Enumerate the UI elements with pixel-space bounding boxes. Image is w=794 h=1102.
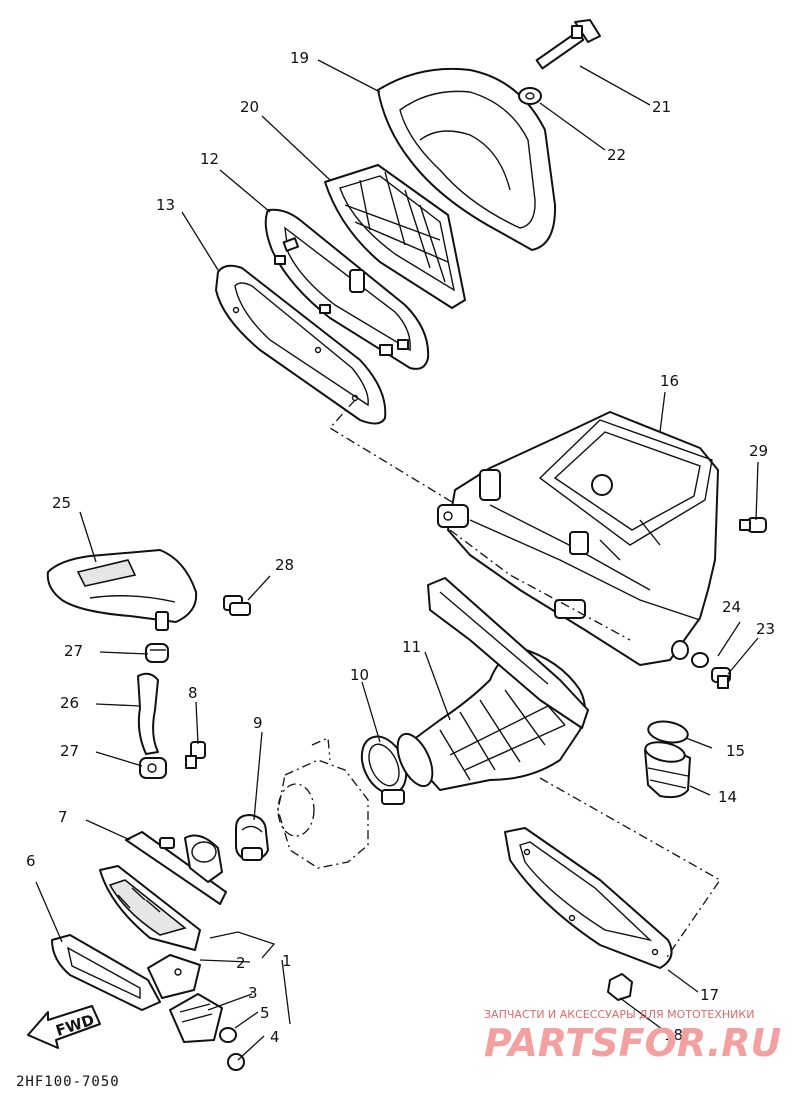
label-2: 2 [236,954,246,972]
hose-band-icon [235,814,269,861]
air-intake-joint [396,577,589,791]
label-28: 28 [275,556,294,574]
label-4: 4 [270,1028,280,1046]
air-filter-element [377,67,557,251]
label-24: 24 [722,598,741,616]
watermark: ЗАПЧАСТИ И АКСЕССУАРЫ ДЛЯ МОТОТЕХНИКИ PA… [484,1008,782,1065]
label-17: 17 [700,986,719,1004]
label-21: 21 [652,98,671,116]
gasket-13 [215,264,387,425]
label-5: 5 [260,1004,270,1022]
leader-lines [35,59,759,1061]
washer-icon [671,640,709,668]
screw-icon [219,1027,245,1071]
part-number-labels: 19 20 12 13 21 22 16 29 25 28 27 26 27 8… [26,49,775,1046]
filter-guide-cage [324,164,466,309]
hose-clip-icon [145,643,169,663]
label-3: 3 [248,984,258,1002]
o-ring-icon [647,720,689,744]
washer-icon [518,87,542,105]
carburetor-joint [125,831,227,905]
label-19: 19 [290,49,309,67]
carburetor-outline [277,737,369,869]
label-16: 16 [660,372,679,390]
label-27-lower: 27 [60,742,79,760]
side-cover [46,549,198,631]
bolt-icon [739,517,767,533]
label-23: 23 [756,620,775,638]
watermark-tagline: ЗАПЧАСТИ И АКСЕССУАРЫ ДЛЯ МОТОТЕХНИКИ [484,1008,754,1021]
clamp-icon [360,735,408,805]
hose-clip-icon [139,757,167,779]
forward-direction-indicator: FWD [27,1005,101,1049]
gasket-17 [504,827,673,969]
label-29: 29 [749,442,768,460]
label-10: 10 [350,666,369,684]
label-18: 18 [664,1026,683,1044]
air-filter-case [437,411,719,666]
label-12: 12 [200,150,219,168]
label-15: 15 [726,742,745,760]
gasket-plate-12 [264,208,430,370]
gasket-6 [51,934,161,1011]
fwd-label: FWD [54,1011,97,1040]
label-6: 6 [26,852,36,870]
screw-icon [185,741,206,769]
reed-stopper [169,993,223,1043]
bolt-icon [223,595,251,616]
label-22: 22 [607,146,626,164]
label-1: 1 [282,952,292,970]
label-27-upper: 27 [64,642,83,660]
label-26: 26 [60,694,79,712]
label-8: 8 [188,684,198,702]
reed-petal [147,954,201,999]
breather-hose [137,672,159,755]
nut-icon [607,973,633,1001]
label-9: 9 [253,714,263,732]
label-25: 25 [52,494,71,512]
label-7: 7 [58,808,68,826]
label-11: 11 [402,638,421,656]
reed-valve-assembly [99,865,201,951]
screw-icon [535,19,601,70]
bolt-icon [711,667,731,689]
watermark-brand: PARTSFOR.RU [484,1021,782,1065]
case-joint [644,741,691,799]
diagram-code: 2HF100-7050 [16,1074,120,1090]
label-20: 20 [240,98,259,116]
bolt-icon [274,237,409,356]
label-13: 13 [156,196,175,214]
label-14: 14 [718,788,737,806]
